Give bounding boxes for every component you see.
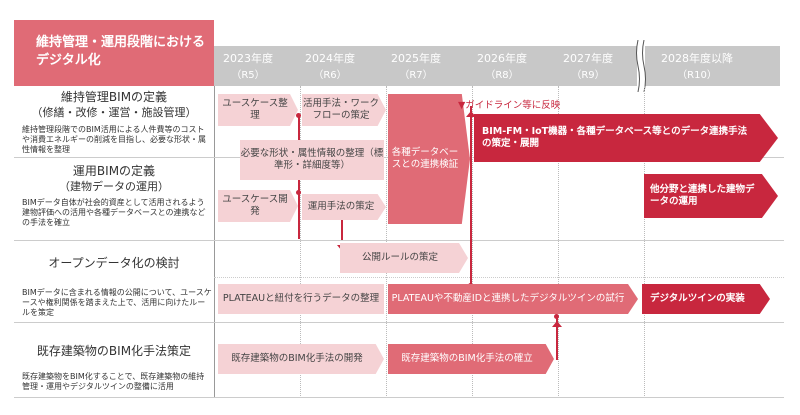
grid-vline xyxy=(472,86,473,398)
timeline-break-mark xyxy=(634,39,648,93)
grid-vline xyxy=(644,86,645,398)
year-2026: 2026年度（R8） xyxy=(477,52,527,81)
row-title-opendata: オープンデータ化の検討 xyxy=(48,256,180,270)
box-operation-method: 運用手法の策定 xyxy=(302,194,386,220)
header-title-line1: 維持管理・運用段階における xyxy=(36,35,206,50)
grid-vline-left xyxy=(214,86,215,398)
year-2025: 2025年度（R7） xyxy=(391,52,441,81)
box-usecase-develop: ユースケース開発 xyxy=(218,190,298,222)
grid-vline xyxy=(300,86,301,398)
arrowhead-up xyxy=(552,312,562,327)
row-desc-existing: 既存建築物をBIM化することで、既存建築物の維持管理・運用やデジタルツインの整備… xyxy=(22,372,205,391)
connector-line xyxy=(556,316,558,360)
row-divider xyxy=(14,322,784,323)
box-digital-twin-implement: デジタルツインの実装 xyxy=(642,284,770,314)
guideline-note: ▼ガイドライン等に反映 xyxy=(458,100,561,111)
roadmap-header: 維持管理・運用段階における デジタル化 xyxy=(14,20,214,86)
connector-dot xyxy=(554,314,559,319)
year-bar xyxy=(214,46,780,86)
year-2023: 2023年度（R5） xyxy=(223,52,273,81)
row-title-existing: 既存建築物のBIM化手法策定 xyxy=(36,344,192,358)
connector-line xyxy=(470,106,472,286)
row-divider xyxy=(14,240,784,241)
row-desc-opendata: BIMデータに含まれる情報の公開について、ユースケースや権利関係を踏まえた上で、… xyxy=(22,288,212,317)
box-method-workflow: 活用手法・ワークフローの策定 xyxy=(302,94,386,126)
arrowhead-down xyxy=(337,236,347,251)
box-usecase-organize: ユースケース整理 xyxy=(218,94,298,126)
box-plateau-organize: PLATEAUと紐付を行うデータの整理 xyxy=(218,284,384,314)
grid-vline xyxy=(558,86,559,398)
row-divider-dotted xyxy=(214,277,784,278)
connector-line xyxy=(341,212,343,240)
year-2024: 2024年度（R6） xyxy=(305,52,355,81)
row-desc-operation: BIMデータ自体が社会的資産として活用されるよう建物評価への活用や各種データベー… xyxy=(22,198,206,227)
box-plateau-twin-trial: PLATEAUや不動産IDと連携したデジタルツインの試行 xyxy=(388,284,638,314)
box-other-field-link: 他分野と連携した建物データの運用 xyxy=(644,174,778,218)
arrowhead-up xyxy=(466,102,476,117)
row-desc-maintenance: 維持管理段階でのBIM活用による人件費等のコストや消費エネルギーの削減を目指し、… xyxy=(22,125,206,154)
connector-dot xyxy=(296,113,301,118)
connector-dot xyxy=(296,190,301,195)
row-title-operation: 運用BIMの定義 （建物データの運用） xyxy=(59,164,169,193)
box-existing-bim-establish: 既存建築物のBIM化手法の確立 xyxy=(388,344,554,374)
box-shape-attribute: 必要な形状・属性情報の整理（標準形・詳細度等） xyxy=(240,140,384,180)
box-public-rule: 公開ルールの策定 xyxy=(340,243,468,273)
row-divider xyxy=(14,397,784,398)
box-bimfm-data-link: BIM-FM・IoT機器・各種データベース等とのデータ連携手法の策定・展開 xyxy=(474,114,778,162)
box-existing-bim-develop: 既存建築物のBIM化手法の開発 xyxy=(218,344,384,374)
grid-vline xyxy=(386,86,387,398)
year-2027: 2027年度（R9） xyxy=(563,52,613,81)
header-title-line2: デジタル化 xyxy=(36,53,101,68)
box-database-verify: 各種データベースとの連携検証 xyxy=(388,94,470,224)
year-2028-onward: 2028年度以降（R10） xyxy=(661,52,733,81)
row-title-maintenance: 維持管理BIMの定義 （修繕・改修・運営・施設管理） xyxy=(31,90,197,119)
